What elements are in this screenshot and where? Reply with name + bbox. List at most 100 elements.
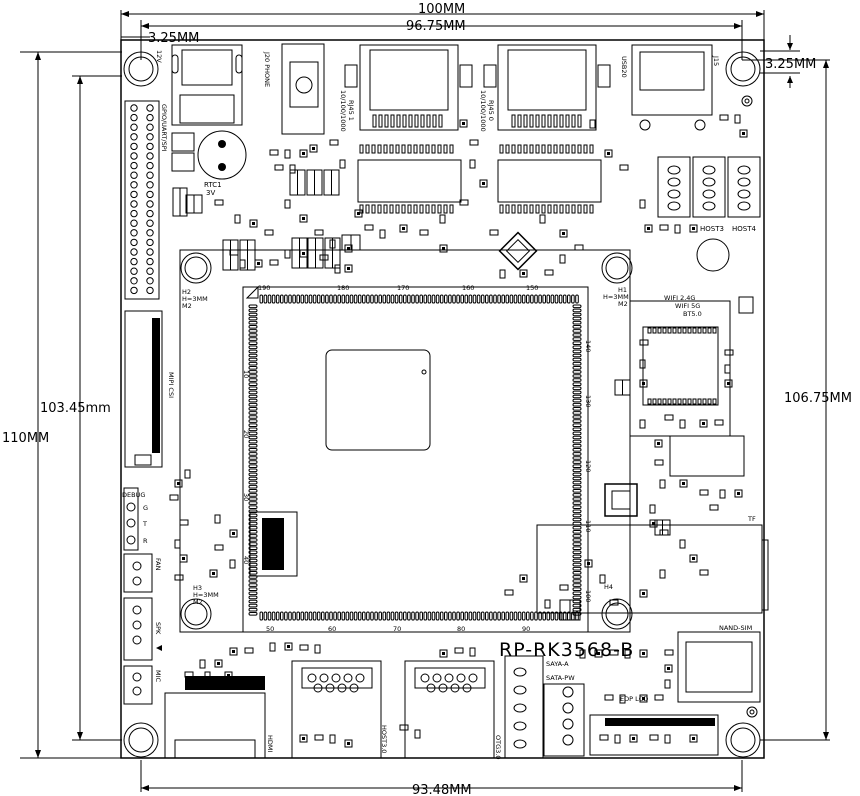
- svg-text:50: 50: [266, 625, 274, 633]
- label-wifi5: WIFI 5G: [675, 302, 700, 310]
- label-gpio: GPIO/UART/SPI: [160, 104, 168, 152]
- label-h1: H1: [618, 286, 627, 294]
- dc-jack-12v: [171, 44, 243, 126]
- label-m2-left: M2: [182, 302, 192, 310]
- label-usb20: USB20: [620, 56, 628, 78]
- debug-header: [123, 487, 139, 551]
- label-h3: H3: [193, 584, 202, 592]
- label-nand-sim: NAND-SIM: [719, 624, 752, 632]
- label-host30: HOST3.0: [380, 725, 388, 753]
- usb3-host-port: [291, 660, 382, 759]
- svg-text:10: 10: [242, 370, 250, 378]
- soc-chip: [325, 349, 431, 451]
- dimension-lines: [20, 10, 830, 792]
- dim-93mm: 93.48MM: [412, 783, 472, 796]
- label-otg30: OTG3.0: [494, 735, 502, 759]
- nand-sim-slot: [677, 631, 761, 703]
- label-host3: HOST3: [700, 225, 724, 233]
- board-model-label: RP-RK3568-B: [499, 639, 634, 661]
- ethernet-phy-chip: [498, 231, 538, 271]
- wifi-module: [642, 326, 719, 406]
- passive-components: [169, 114, 748, 748]
- dim-103mm: 103.45mm: [40, 401, 111, 416]
- svg-text:160: 160: [462, 284, 474, 292]
- svg-text:60: 60: [328, 625, 336, 633]
- label-hdmi: HDMI: [266, 735, 274, 753]
- label-phone: J20 PHONE: [263, 51, 271, 87]
- svg-text:70: 70: [393, 625, 401, 633]
- usb-hub-chip: [604, 483, 638, 517]
- label-spk: SPK: [154, 622, 162, 635]
- dim-100mm: 100MM: [418, 2, 465, 17]
- label-fan: FAN: [154, 558, 162, 571]
- svg-text:120: 120: [584, 460, 592, 472]
- label-rtc-v: 3V: [206, 189, 215, 197]
- svg-text:140: 140: [584, 340, 592, 352]
- fan-connector: [123, 553, 153, 593]
- pin1-marker: [245, 285, 259, 299]
- dim-right-offset: 3.25MM: [765, 57, 816, 72]
- edp-lcd-connector: [589, 714, 719, 756]
- mounting-holes: [123, 51, 761, 758]
- core-module-outline: [179, 249, 631, 633]
- svg-text:190: 190: [258, 284, 270, 292]
- label-rj45-1: RJ45 1: [347, 100, 355, 121]
- audio-jack: [281, 43, 325, 135]
- svg-text:150: 150: [526, 284, 538, 292]
- pmic-chip: [249, 511, 298, 577]
- label-h1-size: H=3MM: [603, 293, 629, 301]
- label-debug: DEBUG: [122, 491, 145, 499]
- dim-96mm: 96.75MM: [406, 19, 466, 34]
- label-tf: TF: [747, 515, 756, 523]
- soc-module-pins: [248, 294, 582, 621]
- svg-text:130: 130: [584, 395, 592, 407]
- label-h3-size: H=3MM: [193, 591, 219, 599]
- svg-text:80: 80: [457, 625, 465, 633]
- label-h4: H4: [604, 583, 613, 591]
- label-12v: 12V: [155, 50, 163, 63]
- label-mic: MIC: [154, 670, 162, 683]
- sata-power-connector: [543, 683, 585, 757]
- label-edp: EDP LCD: [620, 695, 648, 703]
- svg-text:110: 110: [584, 520, 592, 532]
- label-rj45-1-speed: 10/100/1000: [339, 90, 347, 132]
- label-rj45-0: RJ45 0: [487, 100, 495, 121]
- rj45-port-0: [483, 44, 611, 131]
- dim-106mm: 106.75MM: [784, 391, 852, 406]
- label-m2-right: M2: [618, 300, 628, 308]
- mipi-csi-connector: [124, 310, 163, 468]
- sata-connector: [504, 655, 544, 759]
- usb20-port: [631, 44, 713, 131]
- label-pin-g: G: [143, 504, 148, 512]
- label-sata-pw: SATA-PW: [546, 674, 575, 682]
- label-host4: HOST4: [732, 225, 756, 233]
- svg-text:20: 20: [242, 430, 250, 438]
- soc-pin-numbers: 190 180 170 160 150 50 60 70 80 90 10 20…: [242, 284, 592, 633]
- usb3-otg-port: [404, 660, 495, 759]
- svg-text:180: 180: [337, 284, 349, 292]
- label-j15: J15: [712, 55, 720, 66]
- svg-text:100: 100: [584, 590, 592, 602]
- speaker-connector: [123, 597, 162, 661]
- label-pin-t: T: [142, 520, 147, 528]
- dim-left-offset: 3.25MM: [148, 31, 199, 46]
- label-rj45-0-speed: 10/100/1000: [479, 90, 487, 132]
- label-h2-size: H=3MM: [182, 295, 208, 303]
- label-saya: SAYA-A: [546, 660, 569, 668]
- label-m2-h3: M2: [193, 598, 203, 606]
- svg-text:40: 40: [242, 556, 250, 564]
- mic-connector: [123, 665, 153, 705]
- soc-module: [242, 286, 589, 633]
- label-rtc: RTC1: [204, 181, 222, 189]
- svg-text:170: 170: [397, 284, 409, 292]
- rtc-battery: [171, 130, 247, 180]
- rj45-port-1: [344, 44, 473, 131]
- svg-text:30: 30: [242, 493, 250, 501]
- antenna-connector: [738, 296, 754, 314]
- gpio-header: [124, 100, 160, 300]
- label-mipi: MIPI CSI: [167, 372, 175, 398]
- hdmi-port: [164, 676, 266, 759]
- label-pin-r: R: [143, 537, 148, 545]
- label-bt: BT5.0: [683, 310, 702, 318]
